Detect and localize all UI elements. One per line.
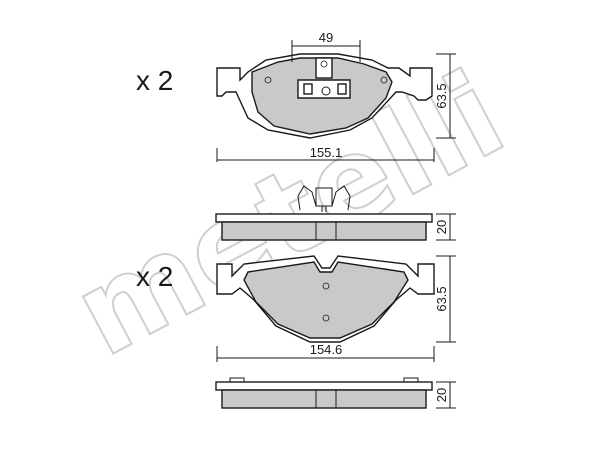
bottom-pad-width-label: 154.6 (310, 342, 343, 357)
top-pad-clip-hole (320, 60, 328, 68)
top-pad-left-hole (264, 76, 272, 84)
bottom-pad-side-tabs (229, 377, 419, 382)
top-pad-front-view (216, 53, 433, 139)
top-pad-clip-spacing-dimension: 49 (291, 30, 361, 62)
top-pad-center-hole (321, 86, 331, 96)
top-pad-right-hole (380, 76, 388, 84)
top-pad-quantity-label: x 2 (136, 65, 173, 96)
top-pad-clip-right-ear (337, 83, 347, 95)
top-pad-side-friction (221, 221, 427, 241)
top-pad-spring-clip (297, 185, 351, 212)
bottom-pad-height-label: 63.5 (434, 286, 449, 311)
bottom-pad-side-friction (221, 389, 427, 409)
top-pad-height-dimension: 63.5 (434, 53, 456, 139)
top-pad-width-label: 155.1 (310, 145, 343, 160)
bottom-pad-quantity-label: x 2 (136, 261, 173, 292)
top-pad-width-dimension: 155.1 (216, 145, 435, 162)
bottom-pad-upper-hole (322, 282, 330, 290)
top-pad-side-view (215, 185, 433, 241)
top-pad-clip-spacing-label: 49 (319, 30, 333, 45)
bottom-pad-side-backing-plate (215, 381, 433, 391)
bottom-pad-friction-material (243, 261, 409, 339)
bottom-pad-width-dimension: 154.6 (216, 342, 435, 362)
top-pad-thickness-dimension: 20 (434, 213, 456, 241)
bottom-pad-thickness-dimension: 20 (434, 381, 456, 409)
bottom-pad-front-view (216, 255, 435, 343)
top-pad-clip-tab (315, 57, 333, 79)
top-pad-height-label: 63.5 (434, 83, 449, 108)
top-pad-side-backing-plate (215, 213, 433, 223)
top-pad-thickness-label: 20 (434, 220, 449, 234)
bottom-pad-lower-hole (322, 314, 330, 322)
top-pad-clip-left-ear (303, 83, 313, 95)
bottom-pad-height-dimension: 63.5 (434, 255, 456, 343)
bottom-pad-side-view (215, 377, 433, 409)
bottom-pad-thickness-label: 20 (434, 388, 449, 402)
